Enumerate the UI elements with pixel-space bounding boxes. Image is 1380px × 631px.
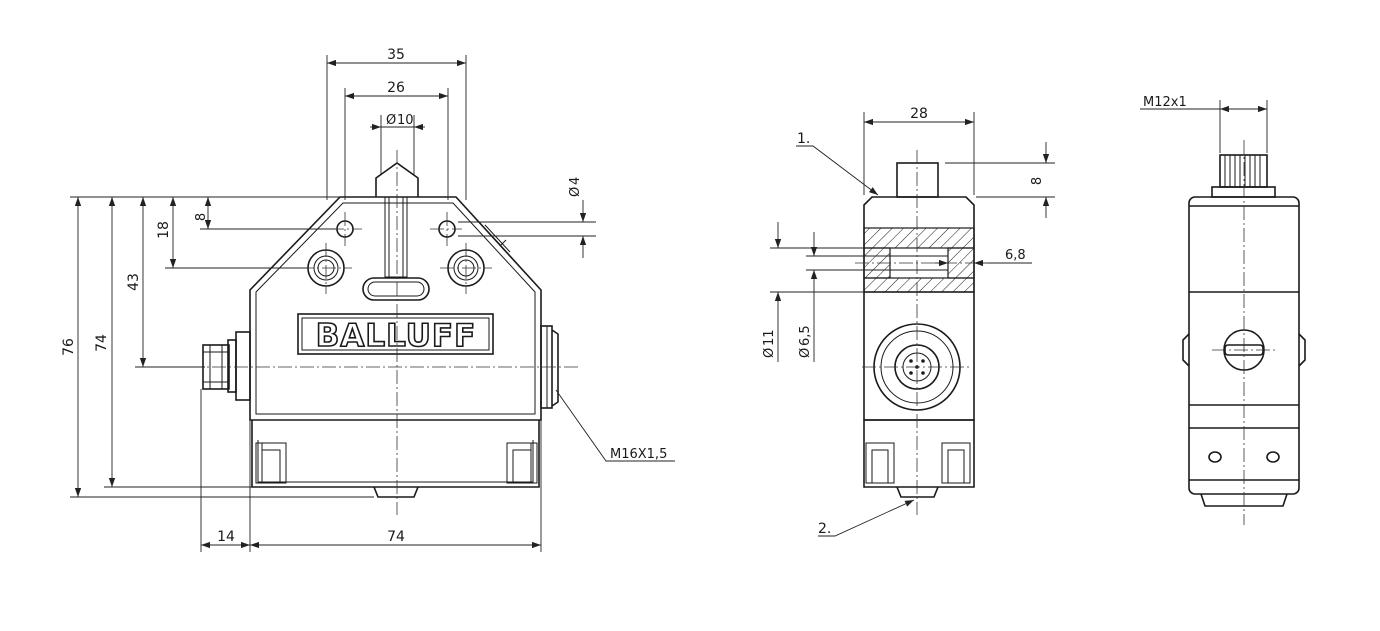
dim-6-8: 6,8: [1005, 248, 1026, 263]
front-body-outline: [249, 196, 542, 421]
dim-14: 14: [217, 529, 235, 545]
dim-74-vertical: 74: [94, 334, 110, 352]
dim-d6-5-symbol: Ø: [798, 348, 813, 358]
side-plunger: [896, 162, 939, 198]
front-body-inner-outline: [255, 202, 536, 415]
dim-d10-symbol: Ø: [386, 113, 396, 128]
thread-m16: M16X1,5: [610, 447, 667, 462]
callout-1: 1.: [797, 131, 810, 147]
dim-d10: 10: [397, 113, 414, 128]
right-view: M12x1: [1140, 95, 1306, 525]
dim-74-horizontal: 74: [387, 529, 405, 545]
dim-43: 43: [126, 273, 142, 291]
dim-d4: 4: [568, 177, 583, 185]
dim-18: 18: [156, 221, 172, 239]
dim-28: 28: [910, 106, 928, 122]
front-base: [251, 420, 540, 488]
dim-d11-symbol: Ø: [762, 348, 777, 358]
front-oval-slot: [362, 277, 430, 301]
dim-d4-symbol: Ø: [568, 187, 583, 197]
dim-35: 35: [387, 47, 405, 63]
front-view: BALLUFF: [61, 47, 675, 552]
front-cable-gland-left: [202, 331, 251, 401]
dim-76: 76: [61, 338, 77, 356]
side-section-top: [863, 227, 975, 249]
dim-8-front: 8: [194, 213, 209, 221]
logo-text: BALLUFF: [316, 318, 477, 354]
thread-m12: M12x1: [1143, 95, 1187, 110]
side-connector-pins: [909, 359, 925, 375]
dim-26: 26: [387, 80, 405, 96]
front-plunger-slot: [384, 196, 408, 278]
dim-d6-5: 6,5: [798, 325, 813, 346]
side-view: 28 8 6,8 Ø 11 Ø 6,5 1.: [762, 106, 1055, 537]
dim-8-side: 8: [1030, 177, 1045, 185]
logo-frame: [297, 313, 494, 355]
side-base: [863, 420, 975, 488]
dim-d11: 11: [762, 329, 777, 346]
callout-2: 2.: [818, 521, 831, 537]
front-base-feet: [255, 442, 538, 484]
